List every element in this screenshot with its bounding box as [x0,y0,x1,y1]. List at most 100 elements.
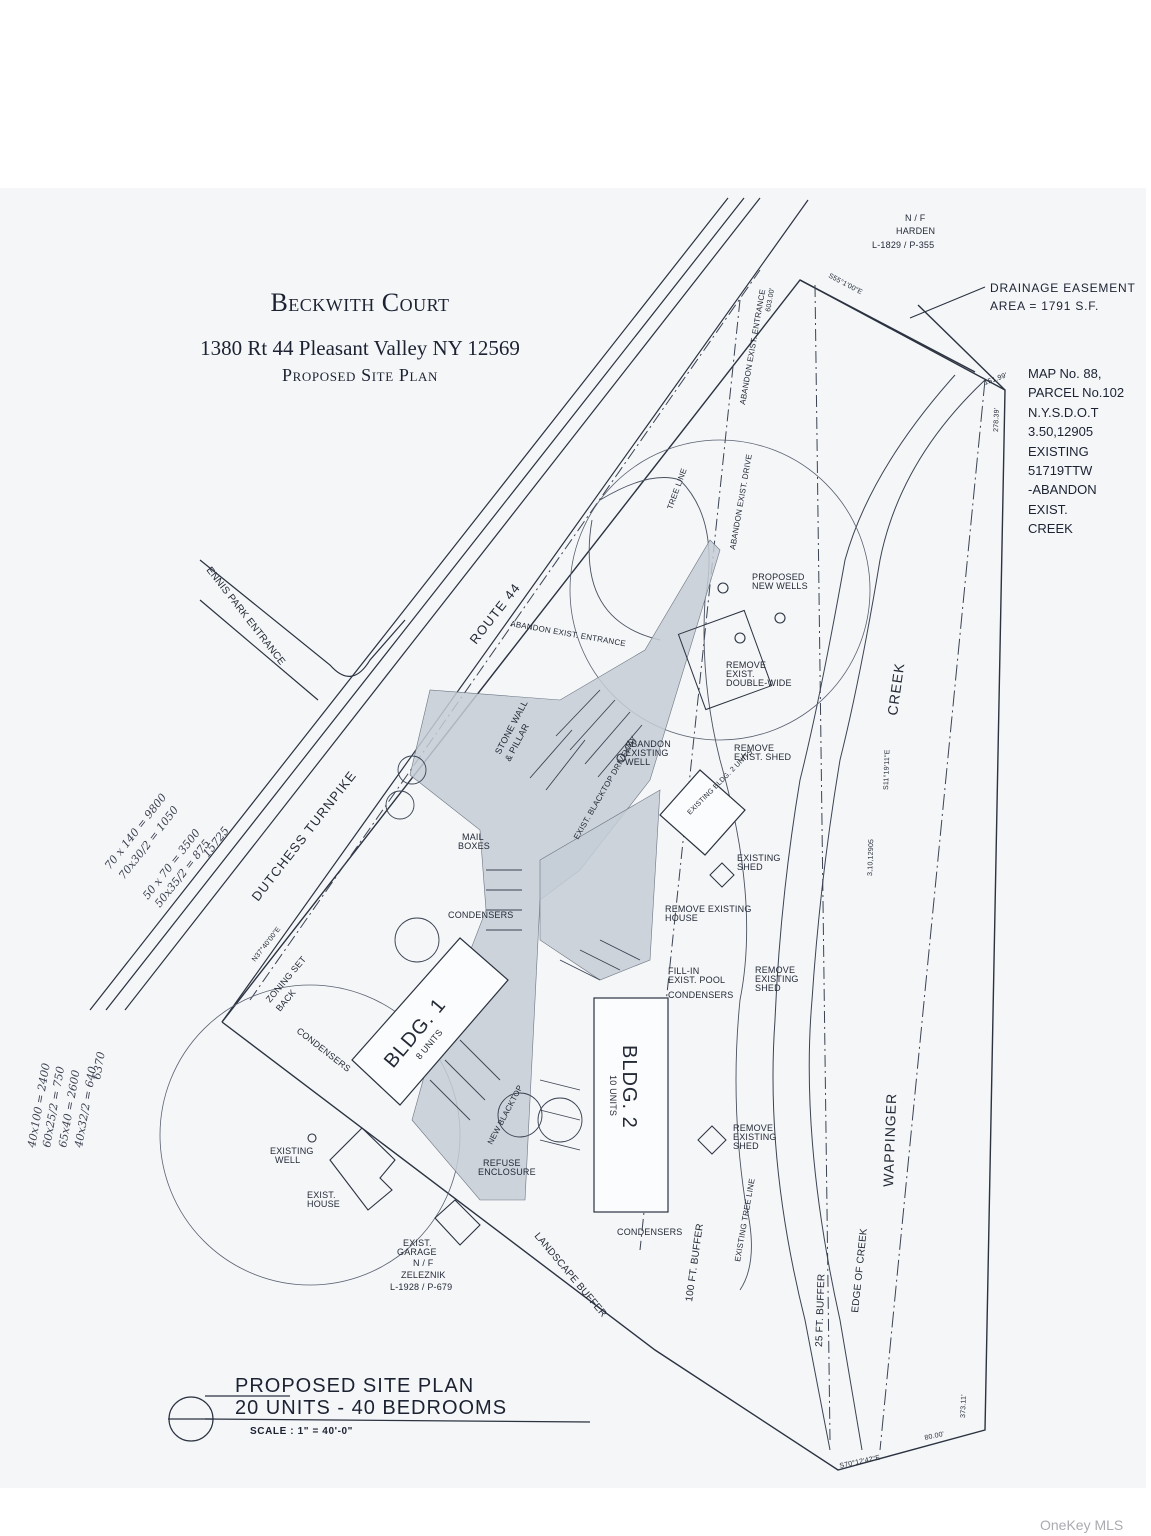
bldg2-name: BLDG. 2 [618,1045,640,1129]
project-address: 1380 Rt 44 Pleasant Valley NY 12569 [200,336,520,360]
existing-garage [434,1199,481,1246]
abandon-entrance-label: ABANDON EXIST. ENTRANCE [510,619,627,648]
ennis-park-label: ENNIS PARK ENTRANCE [204,565,287,668]
abandon-drive-label: ABANDON EXIST. DRIVE [728,453,754,550]
proposed-wells-2: NEW WELLS [752,581,808,591]
dim-right-length: 278.39' [993,408,1001,432]
remove-shed3-3: SHED [733,1141,759,1151]
existing-shed-2: SHED [737,862,763,872]
mail-2: BOXES [458,841,490,851]
property-boundary [221,279,1006,1471]
note-line: 3.50,12905 [1028,424,1094,440]
existing-house [329,1127,396,1211]
abandon-entrance-2-label: ABANDON EXIST. ENTRANCE [738,288,767,405]
handwritten-notes-lower: 40x100 = 2400 60x25/2 = 750 65x40 = 2600… [25,1051,108,1150]
remove-shed1-2: EXIST. SHED [734,752,792,762]
note-line: CREEK [1028,521,1073,537]
blacktop-areas [409,539,721,1201]
caption-symbol [168,1395,591,1442]
creek [772,374,986,1451]
abandon-well-1: ABANDON [625,739,671,749]
watermark: OneKey MLS [1040,1517,1124,1533]
dutchess-turnpike-label: DUTCHESS TURNPIKE [249,768,360,904]
tree-line-label: TREE LINE [665,467,688,511]
bldg2-units: 10 UNITS [608,1075,618,1116]
existing-building [659,769,746,856]
exist-house-2: HOUSE [307,1199,340,1209]
remove-doublewide-3: DOUBLE-WIDE [726,678,792,688]
well-markers [307,582,786,1143]
harden-nf: N / F [905,213,926,223]
existing-well-2: WELL [275,1155,300,1165]
remove-shed2-1: REMOVE [755,965,795,975]
dim-south-length2: 80.00' [924,1431,945,1442]
note-line: 51719TTW [1028,463,1093,479]
handwritten-notes-upper: 70 x 140 = 9800 70x30/2 = 1050 50 x 70 =… [102,791,232,910]
condensers-bldg1: CONDENSERS [448,910,514,920]
condensers-west: CONDENSERS [295,1026,353,1074]
harden-name: HARDEN [896,226,935,236]
buffer-100-label: 100 FT. BUFFER [684,1223,706,1303]
wappinger-label: WAPPINGER [880,1093,899,1188]
remove-house-2: HOUSE [665,913,698,923]
project-subtitle: Proposed Site Plan [282,365,438,385]
sheds [677,609,773,1155]
tree-line [588,477,752,1291]
landscape-buffer-label: LANDSCAPE BUFFER [532,1231,609,1320]
exist-house-1: EXIST. [307,1190,336,1200]
roads [89,197,809,1023]
drainage-easement-note: DRAINAGE EASEMENT AREA = 1791 S.F. [990,279,1136,315]
buffer-25-label: 25 FT. BUFFER [814,1274,828,1348]
refuse-1: REFUSE [483,1158,521,1168]
title-block: Beckwith Court 1380 Rt 44 Pleasant Valle… [160,288,560,386]
remove-doublewide-2: EXIST. [726,669,755,679]
fill-pool-2: EXIST. POOL [668,975,725,985]
remove-shed3-2: EXISTING [733,1132,777,1142]
harden-ref: L-1829 / P-355 [872,240,934,250]
drainage-line1: DRAINAGE EASEMENT [990,281,1136,295]
right-notes: MAP No. 88, PARCEL No.102 N.Y.S.D.O.T 3.… [1028,364,1124,539]
drainage-line2: AREA = 1791 S.F. [990,299,1100,313]
existing-well-1: EXISTING [270,1146,314,1156]
building-1 [351,937,509,1106]
building-2 [593,997,669,1213]
mail-1: MAIL [462,832,484,842]
edge-of-creek-label: EDGE OF CREEK [850,1228,870,1314]
zeleznik-name: ZELEZNIK [401,1270,446,1280]
note-line: PARCEL No.102 [1028,385,1125,401]
dim-south-length: 373.11' [960,1394,968,1418]
fill-pool-1: FILL-IN [668,966,699,976]
note-line: MAP No. 88, [1028,366,1102,381]
existing-tree-line-label: EXISTING TREE LINE [733,1178,757,1263]
zeleznik-ref: L-1928 / P-679 [390,1282,452,1292]
drainage-leader [909,286,986,319]
caption-line1: PROPOSED SITE PLAN [235,1375,475,1397]
remove-doublewide-1: REMOVE [726,660,766,670]
route-44-label: ROUTE 44 [467,580,524,647]
abandon-well-2: EXISTING [625,748,669,758]
dim-top-bearing: S55°1'00"E [827,272,864,297]
dim-east-bearing: S11°19'11"E [882,749,891,790]
note-line: EXISTING [1028,443,1089,459]
dim-center-note: 3,10,12905 [867,839,875,876]
note-line: N.Y.S.D.O.T [1028,404,1099,420]
remove-shed3-1: REMOVE [733,1123,773,1133]
plan-caption: PROPOSED SITE PLAN 20 UNITS - 40 BEDROOM… [235,1375,507,1419]
creek-label: CREEK [884,661,907,716]
exist-garage-2: GARAGE [397,1247,437,1257]
trees [385,755,583,1143]
condensers-bldg2-top: CONDENSERS [668,990,734,1000]
abandon-well-3: WELL [625,757,650,767]
project-title: Beckwith Court [270,288,450,317]
refuse-2: ENCLOSURE [478,1167,536,1177]
zeleznik-nf: N / F [413,1258,434,1268]
existing-shed-1: EXISTING [737,853,781,863]
dim-south-bearing: S70°12'42"E [839,1453,881,1469]
caption-line2: 20 UNITS - 40 BEDROOMS [235,1397,508,1419]
parking-stalls [429,689,643,1151]
remove-house-1: REMOVE EXISTING [665,904,752,914]
condensers-bldg2-bottom: CONDENSERS [617,1227,683,1237]
dim-top-length: 603.00' [765,287,776,312]
exist-garage-1: EXIST. [403,1238,432,1248]
